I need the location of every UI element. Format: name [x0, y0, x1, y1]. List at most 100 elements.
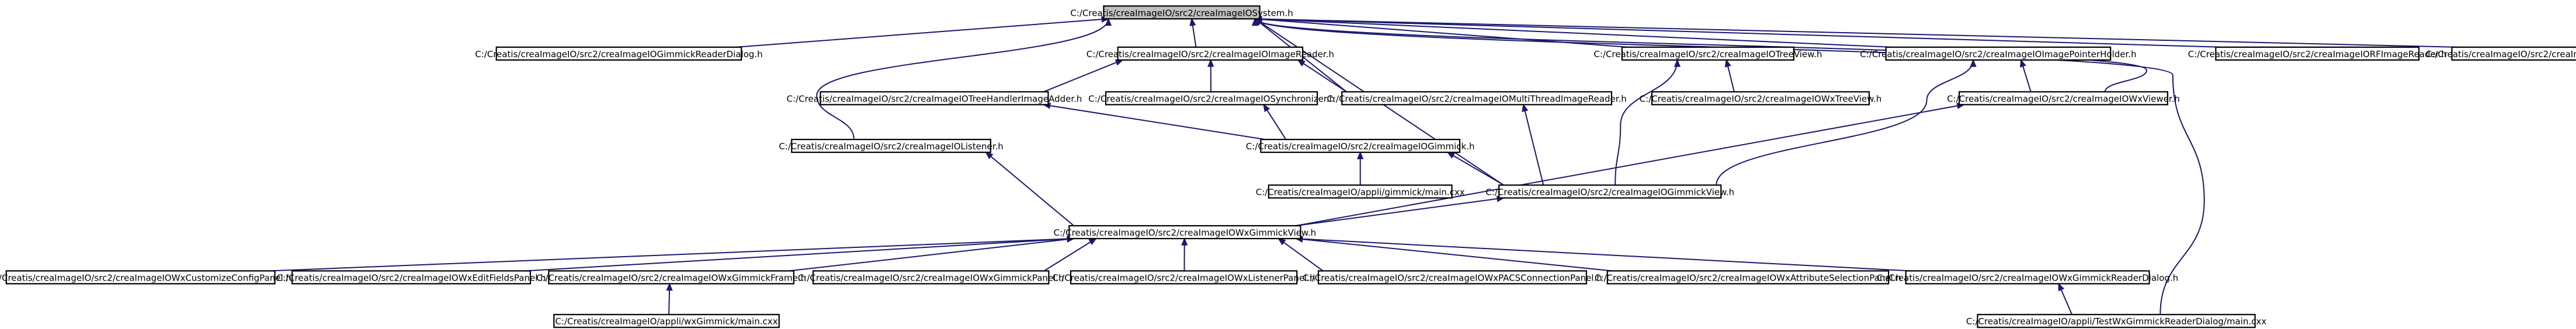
node-box	[1977, 314, 2256, 328]
node-treeview[interactable]: C:/Creatis/creaImageIO/src2/creaImageIOT…	[1593, 46, 1822, 61]
edge-gimmickview-to-imagepointerholder	[1716, 58, 1977, 186]
edge-gimmickreaderdialog-to-system	[737, 16, 1110, 48]
node-wxattributeselectionpanel[interactable]: C:/Creatis/creaImageIO/src2/creaImageIOW…	[1595, 270, 1901, 285]
node-box	[1068, 225, 1301, 240]
edge-line	[1615, 60, 1678, 186]
node-gimmick[interactable]: C:/Creatis/creaImageIO/src2/creaImageIOG…	[1246, 138, 1475, 153]
edge-gimmickview-to-gimmick	[1446, 152, 1504, 186]
edge-arrowhead	[1522, 103, 1529, 113]
edge-arrowhead	[1181, 237, 1188, 246]
node-box	[1260, 138, 1461, 153]
edge-wxgimmickview-to-wxviewer	[1296, 102, 1966, 226]
node-label: C:/Creatis/creaImageIO/src2/creaImageIOG…	[1246, 141, 1475, 152]
node-wxviewer[interactable]: C:/Creatis/creaImageIO/src2/creaImageIOW…	[1947, 91, 2180, 106]
edge-arrowhead	[1674, 58, 1681, 67]
node-label: C:/Creatis/creaImageIO/src2/creaImageIOW…	[536, 272, 806, 283]
node-box	[1070, 270, 1298, 285]
node-box	[1317, 270, 1588, 285]
node-imagepointerholder[interactable]: C:/Creatis/creaImageIO/src2/creaImageIOI…	[1860, 46, 2137, 61]
node-box	[291, 270, 532, 285]
node-label: C:/Creatis/creaImageIO/src2/creaImageIOL…	[779, 141, 1003, 152]
node-wxeditfieldspanel[interactable]: C:/Creatis/creaImageIO/src2/creaImageIOW…	[277, 270, 546, 285]
node-wxcustomizeconfigpanel[interactable]: C:/Creatis/creaImageIO/src2/creaImageIOW…	[0, 270, 291, 285]
edge-line	[525, 238, 1074, 272]
node-box	[1651, 91, 1870, 106]
edge-gimmick-to-treehandlerimageadder	[1042, 102, 1266, 141]
edge-line	[737, 18, 1109, 48]
edge-line	[816, 19, 1109, 140]
edge-wxgimmickpanel-to-wxgimmickview	[1043, 237, 1097, 272]
node-wxgimmickpanel[interactable]: C:/Creatis/creaImageIO/src2/creaImageIOW…	[798, 270, 1064, 285]
node-label: C:/Creatis/creaImageIO/src2/creaImageIOW…	[1053, 272, 1315, 283]
node-label: C:/Creatis/creaImageIO/src2/creaImageIOR…	[2188, 49, 2447, 60]
edge-line	[1043, 59, 1123, 93]
node-gimmickview[interactable]: C:/Creatis/creaImageIO/src2/creaImageIOG…	[1485, 184, 1734, 199]
edge-ultrasonixreader-to-system	[1254, 15, 2457, 48]
edge-line	[1716, 60, 1974, 186]
node-wxgimmickreaderdialog[interactable]: C:/Creatis/creaImageIO/src2/creaImageIOW…	[1877, 270, 2178, 285]
node-label: C:/Creatis/creaImageIO/src2/creaImageIOW…	[1947, 93, 2180, 104]
node-appli-wxgimmick-main[interactable]: C:/Creatis/creaImageIO/appli/wxGimmick/m…	[553, 314, 780, 328]
edge-wxgimmickview-to-listener	[985, 151, 1074, 226]
node-label: C:/Creatis/creaImageIO/appli/wxGimmick/m…	[555, 316, 777, 327]
node-wxgimmickview[interactable]: C:/Creatis/creaImageIO/src2/creaImageIOW…	[1054, 225, 1317, 240]
node-imagereader[interactable]: C:/Creatis/creaImageIO/src2/creaImageIOI…	[1086, 46, 1334, 61]
edge-appli-gimmick-main-to-gimmick	[1357, 151, 1364, 186]
node-system[interactable]: C:/Creatis/creaImageIO/src2/creaImageIOS…	[1070, 5, 1293, 20]
node-box	[2451, 46, 2576, 61]
node-box	[1606, 270, 1890, 285]
node-box	[495, 46, 742, 61]
edge-wxlistenerpanel-to-wxgimmickview	[1181, 237, 1188, 271]
edge-gimmickview-to-treeview	[1615, 58, 1681, 186]
edge-arrowhead	[1724, 58, 1731, 68]
edge-line	[1296, 238, 1612, 272]
node-wxpacsconnectionpanel[interactable]: C:/Creatis/creaImageIO/src2/creaImageIOW…	[1303, 270, 1602, 285]
node-label: C:/Creatis/creaImageIO/appli/gimmick/mai…	[1256, 187, 1465, 197]
edge-arrowhead	[1357, 151, 1364, 159]
node-wxgimmickframe[interactable]: C:/Creatis/creaImageIO/src2/creaImageIOW…	[536, 270, 806, 285]
node-box	[1341, 91, 1613, 106]
node-label: C:/Creatis/creaImageIO/src2/creaImageIOU…	[2426, 49, 2576, 60]
edge-wxviewer-to-imagepointerholder	[2020, 58, 2032, 92]
edge-line	[1297, 59, 1347, 93]
node-label: C:/Creatis/creaImageIO/src2/creaImageIOT…	[787, 93, 1082, 104]
node-multithreadimagereader[interactable]: C:/Creatis/creaImageIO/src2/creaImageIOM…	[1327, 91, 1627, 106]
node-listener[interactable]: C:/Creatis/creaImageIO/src2/creaImageIOL…	[779, 138, 1004, 153]
node-box	[791, 138, 991, 153]
edge-wxtreeview-to-treeview	[1724, 58, 1735, 92]
edge-appli-wxgimmick-main-to-wxgimmickframe	[666, 282, 673, 315]
node-appli-testwxgimmickreaderdialog-main[interactable]: C:/Creatis/creaImageIO/appli/TestWxGimmi…	[1966, 314, 2266, 328]
edge-wxgimmickreaderdialog-to-wxgimmickview	[1294, 236, 1911, 272]
node-gimmickreaderdialog[interactable]: C:/Creatis/creaImageIO/src2/creaImageIOG…	[475, 46, 763, 61]
node-label: C:/Creatis/creaImageIO/src2/creaImageIOW…	[1877, 272, 2178, 283]
node-box	[1621, 46, 1794, 61]
edge-arrowhead	[1105, 18, 1112, 26]
edge-synchronizer-to-imagereader	[1207, 58, 1214, 92]
edge-line	[1254, 18, 2205, 315]
node-box	[1105, 91, 1318, 106]
node-synchronizer[interactable]: C:/Creatis/creaImageIO/src2/creaImageIOS…	[1088, 91, 1335, 106]
node-rfimagereader[interactable]: C:/Creatis/creaImageIO/src2/creaImageIOR…	[2188, 46, 2447, 61]
node-treehandlerimageadder[interactable]: C:/Creatis/creaImageIO/src2/creaImageIOT…	[787, 91, 1082, 106]
edge-line	[1255, 18, 2221, 48]
node-label: C:/Creatis/creaImageIO/src2/creaImageIOW…	[1303, 272, 1602, 283]
edge-arrowhead	[1189, 18, 1196, 26]
edge-line	[1263, 104, 1287, 140]
node-appli-gimmick-main[interactable]: C:/Creatis/creaImageIO/appli/gimmick/mai…	[1256, 184, 1465, 199]
edge-line	[1043, 238, 1096, 272]
edge-gimmickview-to-multithreadimagereader	[1522, 103, 1544, 186]
edge-rfimagereader-to-system	[1254, 16, 2221, 48]
edge-line	[1447, 152, 1504, 186]
edge-line	[1278, 238, 1324, 272]
node-wxtreeview[interactable]: C:/Creatis/creaImageIO/src2/creaImageIOW…	[1640, 91, 1882, 106]
node-label: C:/Creatis/creaImageIO/src2/creaImageIOS…	[1088, 93, 1335, 104]
node-label: C:/Creatis/creaImageIO/src2/creaImageIOI…	[1860, 49, 2136, 60]
edge-arrowhead	[1251, 18, 1259, 26]
node-label: C:/Creatis/creaImageIO/src2/creaImageIOG…	[475, 49, 762, 60]
node-wxlistenerpanel[interactable]: C:/Creatis/creaImageIO/src2/creaImageIOW…	[1053, 270, 1315, 285]
node-label: C:/Creatis/creaImageIO/src2/creaImageIOW…	[798, 272, 1064, 283]
node-ultrasonixreader[interactable]: C:/Creatis/creaImageIO/src2/creaImageIOU…	[2426, 46, 2576, 61]
edge-line	[1255, 18, 1891, 48]
node-box	[1103, 5, 1261, 20]
edge-arrowhead	[1115, 60, 1124, 66]
